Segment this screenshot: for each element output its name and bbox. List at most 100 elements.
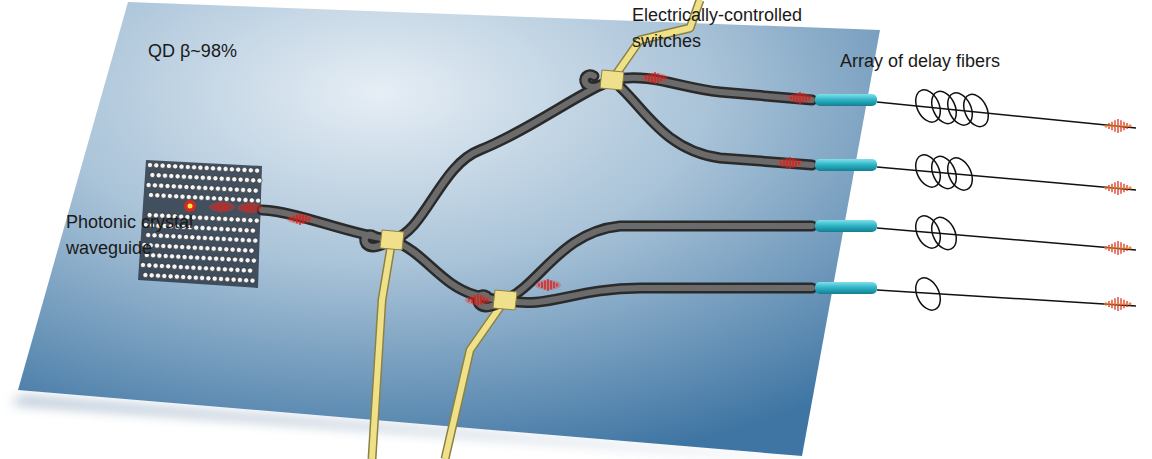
illustration-part (250, 228, 255, 233)
illustration-part (215, 236, 220, 241)
emitter-label: QD β~98% (148, 38, 308, 64)
illustration-part (911, 274, 945, 314)
illustration-part (553, 282, 554, 288)
illustration-part (777, 157, 803, 169)
illustration-part (173, 164, 178, 169)
illustration-part (798, 162, 799, 165)
illustration-part (815, 282, 877, 294)
illustration-part (200, 225, 205, 230)
illustration-part (556, 284, 557, 287)
illustration-part (943, 154, 977, 194)
illustration-part (209, 186, 214, 191)
illustration-part (209, 201, 235, 213)
illustration-part (211, 246, 216, 251)
illustration-part (165, 233, 170, 238)
illustration-part (305, 216, 306, 222)
illustration-part (226, 257, 231, 262)
illustration-part (657, 74, 658, 83)
illustration-part (252, 204, 253, 213)
illustration-part (192, 165, 197, 170)
illustration-part (225, 277, 230, 282)
illustration-part (222, 186, 227, 191)
illustration-part (196, 235, 201, 240)
illustration-part (155, 193, 160, 198)
illustration-part (815, 220, 877, 232)
illustration-part (660, 75, 661, 81)
illustration-part (248, 268, 253, 273)
illustration-part (246, 204, 247, 213)
illustration-part (802, 94, 803, 103)
illustration-part (230, 247, 235, 252)
illustration-part (230, 206, 231, 209)
illustration-part (218, 203, 219, 212)
illustration-part (663, 77, 664, 80)
illustration-part (220, 256, 225, 261)
illustration-part (293, 216, 294, 222)
illustration-part (229, 167, 234, 172)
illustration-part (207, 175, 212, 180)
illustration-part (239, 257, 244, 262)
illustration-part (240, 237, 245, 242)
illustration-part (171, 234, 176, 239)
illustration-part (257, 178, 262, 183)
illustration-part (197, 215, 202, 220)
illustration-part (1104, 188, 1132, 189)
illustration-part (240, 207, 241, 210)
illustration-part (244, 278, 249, 283)
illustration-part (217, 166, 222, 171)
illustration-part (242, 167, 247, 172)
illustration-part (162, 173, 167, 178)
illustration-part (218, 196, 223, 201)
illustration-part (153, 263, 158, 268)
illustration-part (223, 166, 228, 171)
illustration-part (480, 296, 481, 305)
illustration-part (201, 255, 206, 260)
illustration-part (232, 257, 237, 262)
illustration-part (200, 275, 205, 280)
illustration-part (183, 234, 188, 239)
illustration-part (195, 255, 200, 260)
illustration-part (792, 159, 793, 168)
illustration-part (471, 297, 472, 303)
illustration-part (177, 234, 182, 239)
switch-pads (380, 70, 624, 310)
illustration-part (249, 248, 254, 253)
illustration-part (254, 218, 259, 223)
illustration-part (243, 197, 248, 202)
illustration-part (180, 194, 185, 199)
illustration-part (217, 246, 222, 251)
illustration-part (196, 185, 201, 190)
illustration-part (241, 187, 246, 192)
illustration-part (445, 300, 505, 459)
illustration-part (237, 197, 242, 202)
illustration-part (180, 244, 185, 249)
illustration-part (1104, 304, 1132, 305)
illustration-part (209, 236, 214, 241)
illustration-part (231, 277, 236, 282)
illustration-part (224, 247, 229, 252)
illustration-part (174, 274, 179, 279)
illustration-part (780, 162, 781, 165)
illustration-part (235, 217, 240, 222)
illustration-part (143, 272, 148, 277)
illustration-part (182, 254, 187, 259)
illustration-part (786, 159, 787, 168)
illustration-part (645, 77, 646, 80)
illustration-part (1104, 119, 1132, 133)
illustration-part (222, 267, 227, 272)
illustration-part (171, 184, 176, 189)
illustration-part (535, 279, 561, 291)
illustration-part (805, 95, 806, 101)
illustration-part (152, 233, 157, 238)
illustration-part (166, 163, 171, 168)
illustration-part (178, 264, 183, 269)
illustration-part (1104, 181, 1132, 195)
illustration-part (308, 218, 309, 221)
illustration-part (253, 238, 258, 243)
illustration-part (787, 92, 813, 104)
illustration-part (184, 184, 189, 189)
illustration-part (248, 218, 253, 223)
illustration-part (194, 225, 199, 230)
illustration-part (205, 246, 210, 251)
